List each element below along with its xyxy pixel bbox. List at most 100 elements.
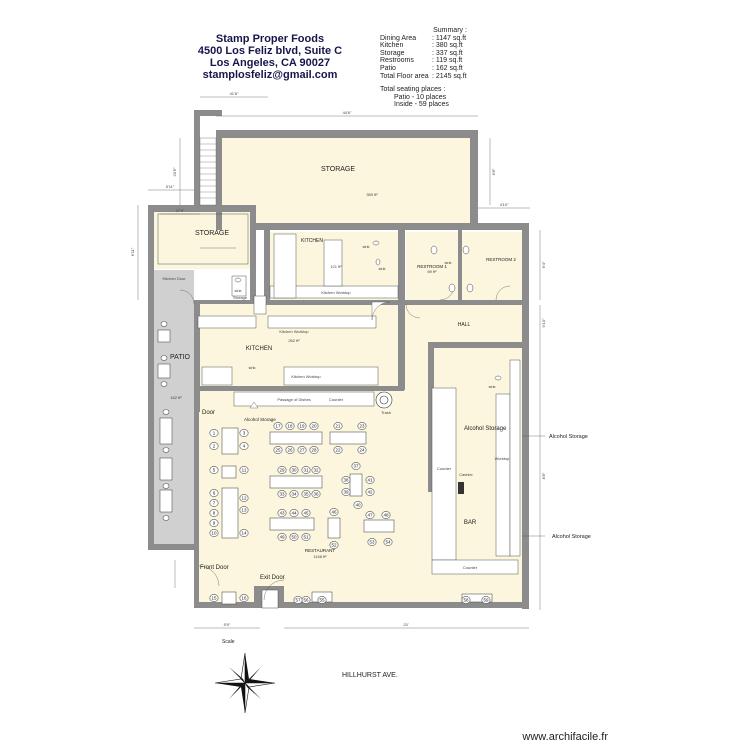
door-swing (179, 289, 195, 305)
table (221, 427, 239, 455)
passage-label: Passage of Dishes (277, 397, 310, 402)
seat: 21 (333, 422, 343, 430)
storage-rack (253, 295, 267, 315)
seat-number: 3 (243, 431, 246, 436)
seat-chair (277, 490, 287, 498)
seat-number: 14 (241, 531, 247, 536)
seat-number: 26 (287, 448, 293, 453)
patio-table (159, 489, 173, 513)
seat: 29 (277, 466, 287, 474)
storage-label: Storage (233, 295, 248, 300)
seat-chair (341, 476, 351, 484)
room-label: RESTAURANT (305, 548, 335, 553)
seat-chair (209, 529, 219, 537)
seat-number: 13 (241, 508, 247, 513)
seat-number: 33 (279, 492, 285, 497)
trash-bin-inner (379, 395, 389, 405)
summary-row: Patio: 162 sq.ft (380, 65, 520, 73)
seat-chair (353, 501, 363, 509)
seat-number: 8 (213, 511, 216, 516)
plan-header: Stamp Proper Foods 4500 Los Feliz blvd, … (150, 33, 390, 81)
table (221, 591, 237, 605)
seat: 58 (461, 596, 471, 604)
seat: 22 (333, 446, 343, 454)
summary-row: Storage: 337 sq.ft (380, 50, 520, 58)
area-summary: Summary : Dining Area: 1147 sq.ft Kitche… (380, 27, 520, 80)
seat: 8 (209, 509, 219, 517)
scale-label: Scale (222, 639, 235, 645)
seat-chair (209, 489, 219, 497)
table (349, 473, 363, 497)
door-label: Door (202, 410, 215, 416)
seat-chair (239, 442, 249, 450)
seat-number: 59 (483, 598, 489, 603)
seat-chair (277, 533, 287, 541)
kitchen-door-label: Kitchen Door (162, 276, 186, 281)
seat-chair (289, 466, 299, 474)
room-label: KITCHEN (301, 238, 323, 244)
seat: 34 (289, 490, 299, 498)
room-label: PATIO (170, 354, 191, 361)
seat-chair (239, 529, 249, 537)
seat-chair (209, 594, 219, 602)
seat-number: 37 (353, 464, 359, 469)
door-swing (263, 579, 285, 601)
seat-chair (461, 596, 471, 604)
wall (428, 342, 522, 348)
kitchen-worktop-mid (267, 315, 377, 329)
seating-summary: Total seating places : Patio - 10 places… (380, 86, 490, 109)
seat-number: 16 (241, 596, 247, 601)
room-area: 1168 ft² (313, 554, 327, 559)
seat-number: 6 (213, 491, 216, 496)
seat-number: 44 (291, 511, 297, 516)
seat: 39 (341, 488, 351, 496)
seat-chair (209, 519, 219, 527)
bar-worktop (509, 359, 521, 557)
seat-chair (311, 466, 321, 474)
seat-chair (367, 538, 377, 546)
fixtures (157, 213, 521, 601)
company-name: Stamp Proper Foods (215, 33, 325, 45)
seat-chair (285, 422, 295, 430)
seat-number: 43 (279, 511, 285, 516)
wall (148, 205, 154, 550)
seat-chair (365, 511, 375, 519)
trash-bin (375, 391, 393, 409)
seat-number: 4 (243, 444, 246, 449)
patio-chair (162, 515, 170, 521)
summary-value: : 162 sq.ft (432, 64, 463, 72)
sink-label: sink (444, 260, 451, 265)
seat-number: 21 (335, 424, 341, 429)
wall (194, 110, 222, 116)
seat-number: 50 (291, 535, 297, 540)
seat: 4 (239, 442, 249, 450)
patio-chair (160, 381, 168, 387)
seat: 30 (289, 466, 299, 474)
seat-chair (297, 446, 307, 454)
seat-number: 24 (359, 448, 365, 453)
seat-chair (289, 533, 299, 541)
room-label: HALL (458, 322, 471, 328)
kitchen-block (201, 366, 233, 386)
cashier-label: Cashier (459, 472, 473, 477)
room-label: BAR (464, 520, 477, 526)
seat-number: 40 (355, 503, 361, 508)
seat: 10 (209, 529, 219, 537)
room-label: RESTROOM 2 (486, 257, 516, 262)
seat: 6 (209, 489, 219, 497)
seat: 1 (209, 429, 219, 437)
seat: 50 (289, 533, 299, 541)
seating-patio: Patio - 10 places (394, 93, 447, 101)
seat: 36 (311, 490, 321, 498)
seat: 43 (277, 509, 287, 517)
wall (398, 230, 405, 390)
seat-chair (277, 466, 287, 474)
dimension-labels: 41'6" 44'6" 20'6" 5'11" 6'11" 6'8" 4'10"… (130, 91, 546, 627)
seat-number: 1 (213, 431, 216, 436)
footer-labels: Scale HILLHURST AVE. www.archifacile.fr (222, 639, 608, 743)
seat-chair (317, 596, 327, 604)
seat-number: 52 (331, 543, 337, 548)
room-area: 121 ft² (330, 264, 342, 269)
seat: 54 (383, 538, 393, 546)
